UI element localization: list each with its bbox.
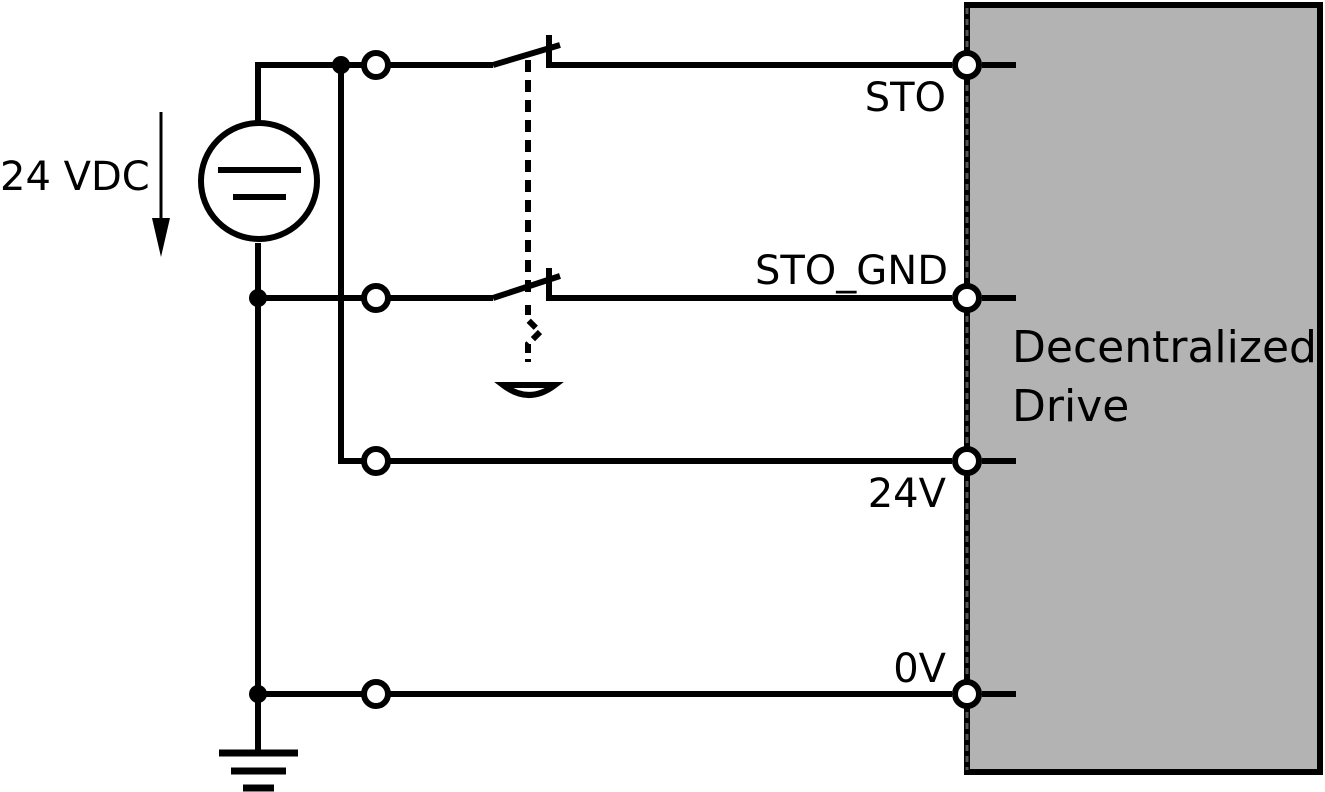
voltage-arrow-head — [152, 218, 170, 257]
drive-box — [964, 2, 1323, 775]
terminal-label-sto: STO — [865, 75, 946, 121]
terminal-label-0v: 0V — [893, 646, 946, 692]
terminal-label-24v: 24V — [868, 471, 947, 517]
dc-source-icon — [198, 120, 320, 242]
drive-title-line1: Decentralized — [1012, 322, 1317, 373]
terminal-label-sto-gnd: STO_GND — [755, 248, 948, 294]
source-voltage-label: 24 VDC — [0, 154, 150, 200]
actuator-mushroom-icon — [494, 382, 564, 398]
terminal-0v-drive — [952, 679, 982, 709]
terminal-0v-left — [361, 679, 391, 709]
terminal-24v-left — [361, 446, 391, 476]
switch-linkage-spring — [525, 305, 545, 362]
drive-title-line2: Drive — [1012, 381, 1129, 432]
terminal-24v-drive — [952, 446, 982, 476]
terminal-sto-gnd-drive — [952, 283, 982, 313]
terminal-sto-left — [361, 50, 391, 80]
junction-dot-0v — [249, 685, 267, 703]
junction-dot-top — [332, 56, 350, 74]
junction-dot-sto-gnd — [249, 289, 267, 307]
terminal-sto-gnd-left — [361, 283, 391, 313]
terminal-sto-drive — [952, 50, 982, 80]
